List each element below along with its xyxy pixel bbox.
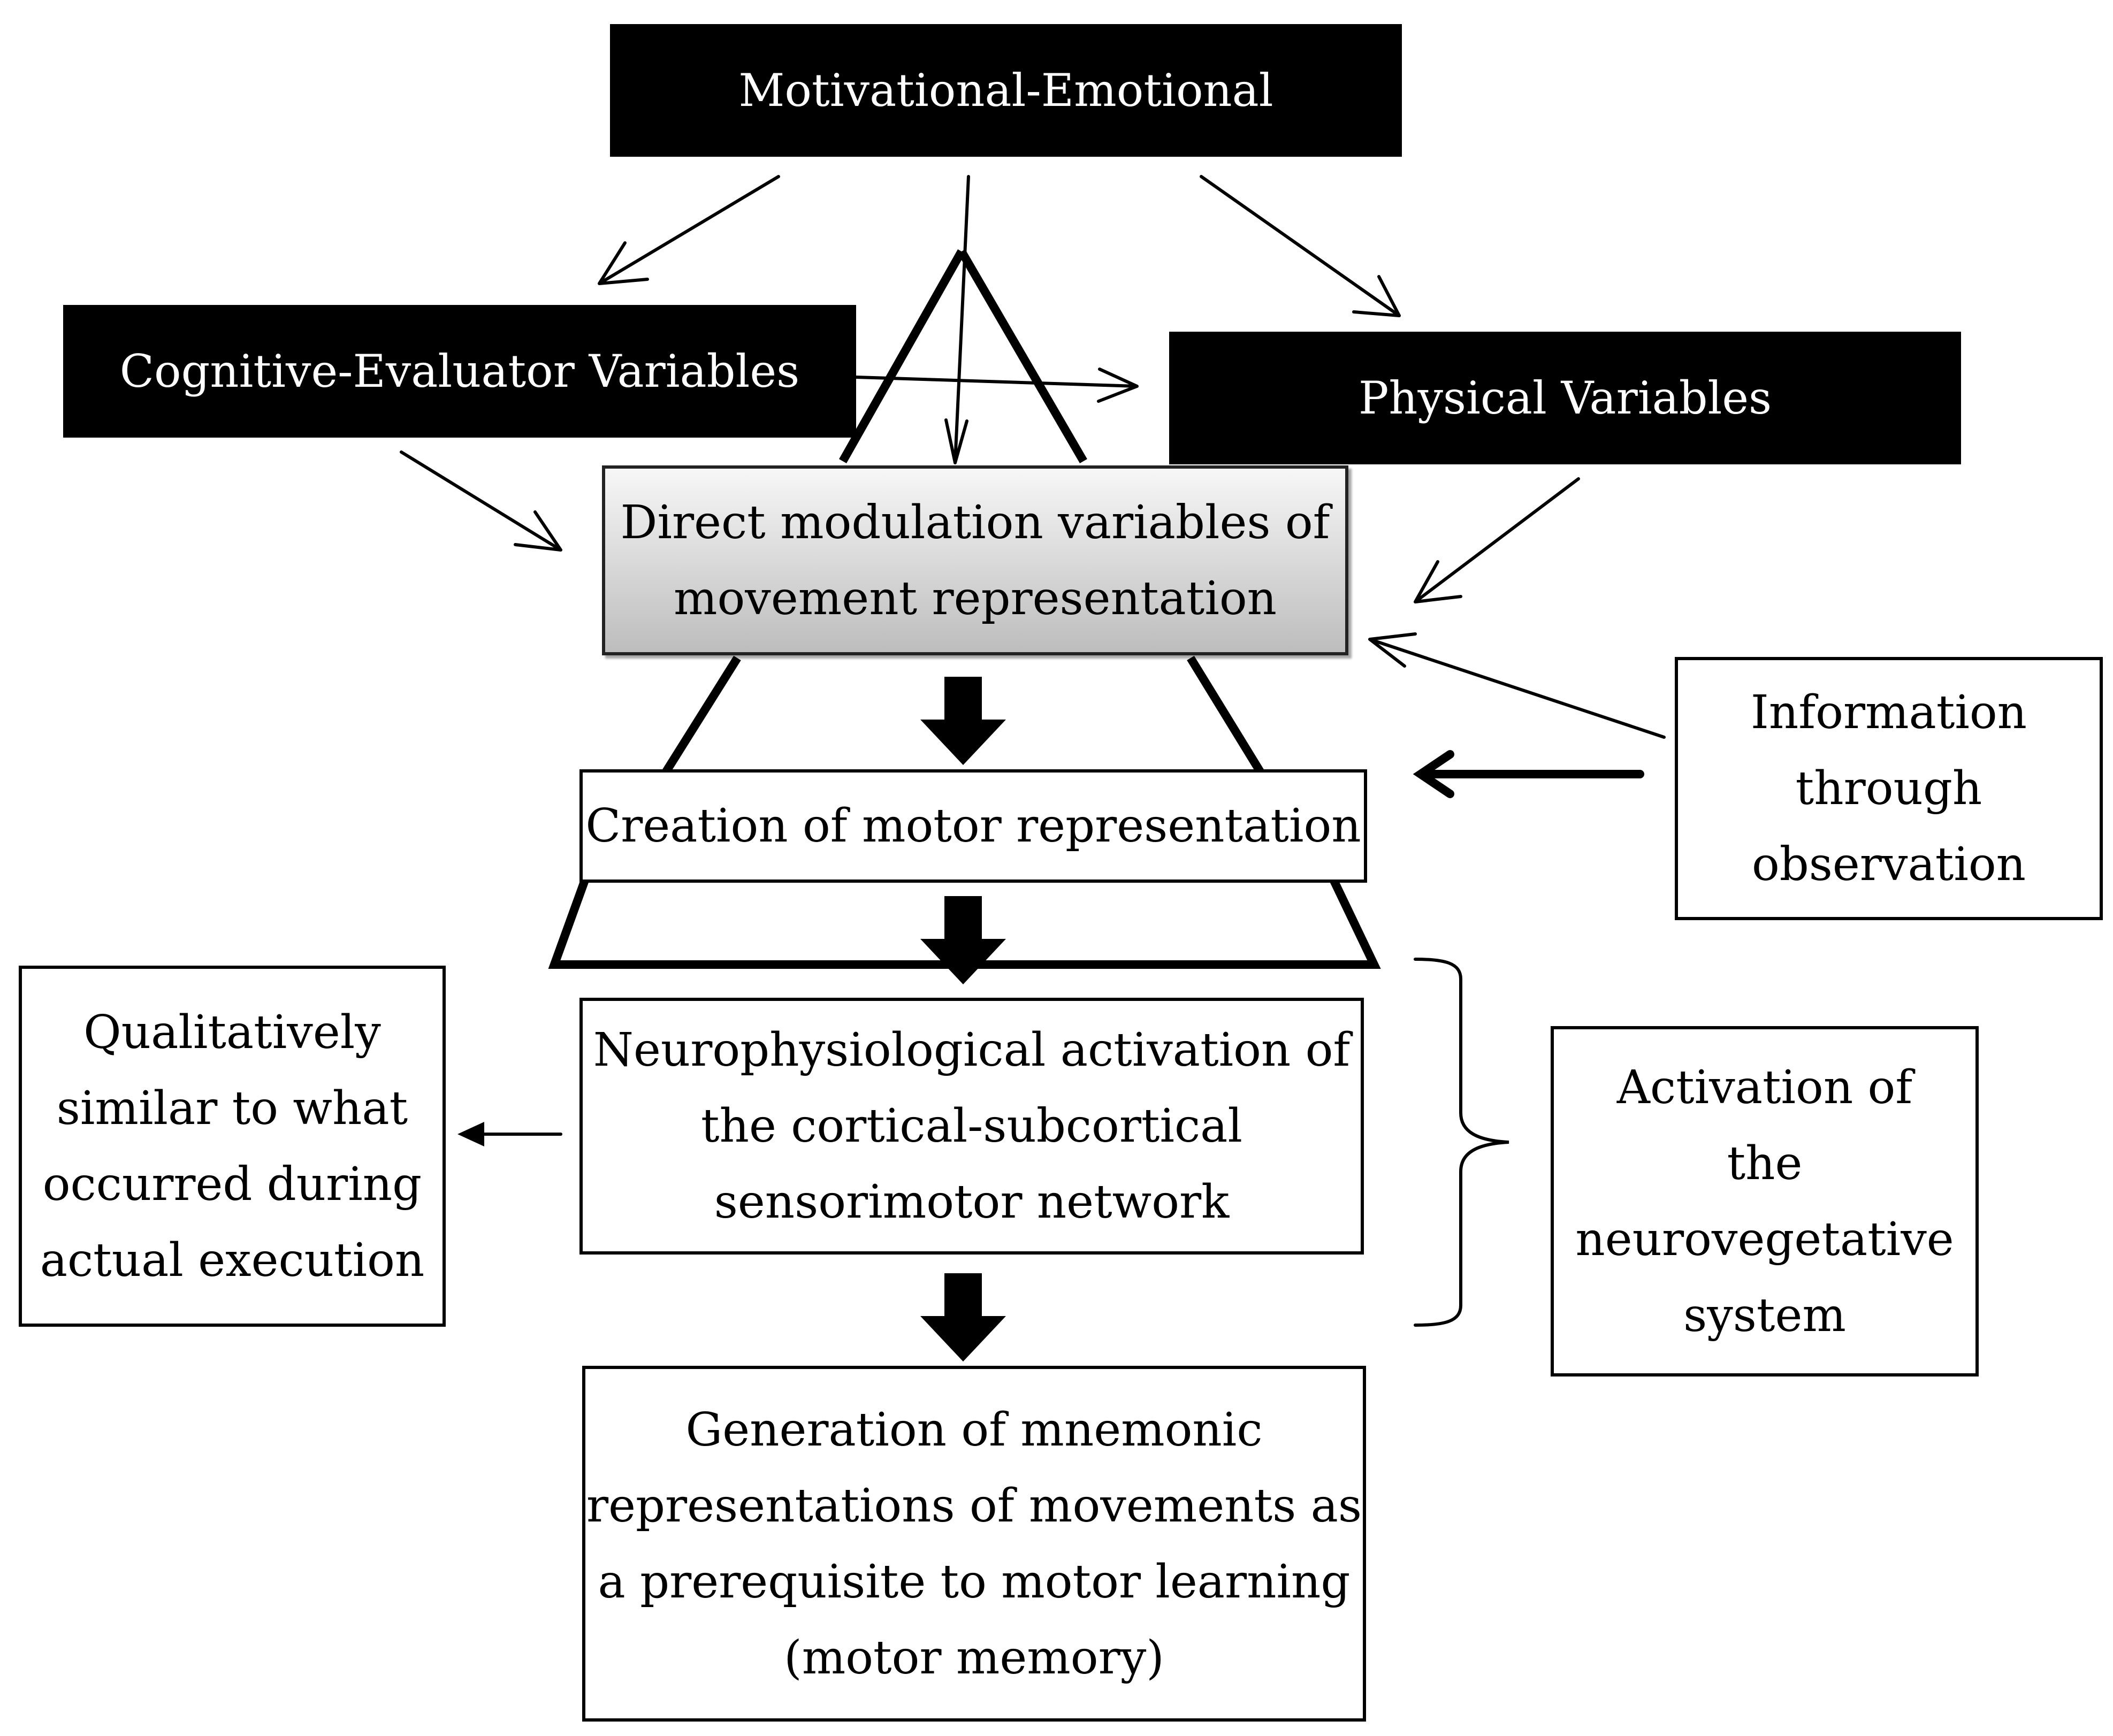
cognitive-evaluator-label: Cognitive-Evaluator Variables: [119, 345, 800, 397]
arrow-physical-to-direct: [1414, 477, 1580, 603]
neurophysiological-line-3: sensorimotor network: [714, 1175, 1230, 1229]
direct-modulation-box: Direct modulation variables of movement …: [602, 465, 1348, 655]
curly-brace: [1414, 958, 1509, 1327]
neurophysiological-line-2: the cortical-subcortical: [701, 1099, 1242, 1153]
arrowhead-neuro-to-qualitative: [457, 1122, 484, 1146]
qualitative-line-3: occurred during: [42, 1157, 422, 1211]
pyramid-outline: [548, 249, 1381, 969]
neurophysiological-line-1: Neurophysiological activation of: [593, 1023, 1351, 1077]
qualitative-line-4: actual execution: [40, 1233, 425, 1287]
block-arrow-creation-to-neuro: [920, 896, 1006, 984]
qualitative-line-2: similar to what: [56, 1081, 408, 1135]
arrow-observation-to-creation: [1413, 750, 1644, 798]
neurovegetative-line-2: the: [1727, 1136, 1803, 1190]
neurovegetative-line-4: system: [1683, 1288, 1846, 1342]
arrow-cognitive-to-direct: [400, 450, 562, 552]
arrow-top-to-cognitive: [598, 175, 780, 285]
neurovegetative-line-3: neurovegetative: [1575, 1212, 1954, 1266]
arrow-observation-to-direct: [1368, 632, 1666, 739]
creation-box: Creation of motor representation: [579, 769, 1367, 883]
cognitive-evaluator-box: Cognitive-Evaluator Variables: [63, 305, 856, 438]
arrow-top-to-physical: [1200, 175, 1401, 317]
generation-line-1: Generation of mnemonic: [685, 1403, 1263, 1457]
direct-modulation-line-1: Direct modulation variables of: [620, 495, 1330, 549]
arrow-top-to-pyramid: [944, 175, 970, 464]
generation-box: Generation of mnemonic representations o…: [582, 1366, 1366, 1722]
qualitative-line-1: Qualitatively: [83, 1005, 381, 1059]
motivational-emotional-box: Motivational-Emotional: [610, 24, 1402, 157]
physical-variables-label: Physical Variables: [1358, 372, 1772, 424]
motivational-emotional-label: Motivational-Emotional: [738, 64, 1273, 117]
generation-line-2: representations of movements as: [586, 1479, 1362, 1533]
neurovegetative-box: Activation of the neurovegetative system: [1551, 1026, 1979, 1376]
generation-line-3: a prerequisite to motor learning: [598, 1555, 1351, 1609]
qualitative-box: Qualitatively similar to what occurred d…: [19, 966, 446, 1327]
observation-line-3: observation: [1751, 838, 2026, 891]
observation-line-1: Information: [1750, 686, 2027, 739]
physical-variables-box: Physical Variables: [1169, 332, 1961, 464]
neurophysiological-box: Neurophysiological activation of the cor…: [579, 998, 1364, 1255]
observation-line-2: through: [1795, 762, 1982, 815]
neurovegetative-line-1: Activation of: [1616, 1060, 1913, 1114]
creation-label: Creation of motor representation: [585, 799, 1361, 853]
block-arrow-neuro-to-generation: [920, 1273, 1006, 1362]
arrow-cognitive-to-physical: [855, 368, 1139, 403]
direct-modulation-line-2: movement representation: [673, 571, 1277, 625]
generation-line-4: (motor memory): [784, 1631, 1164, 1685]
observation-box: Information through observation: [1675, 657, 2103, 920]
block-arrow-direct-to-creation: [920, 677, 1006, 765]
